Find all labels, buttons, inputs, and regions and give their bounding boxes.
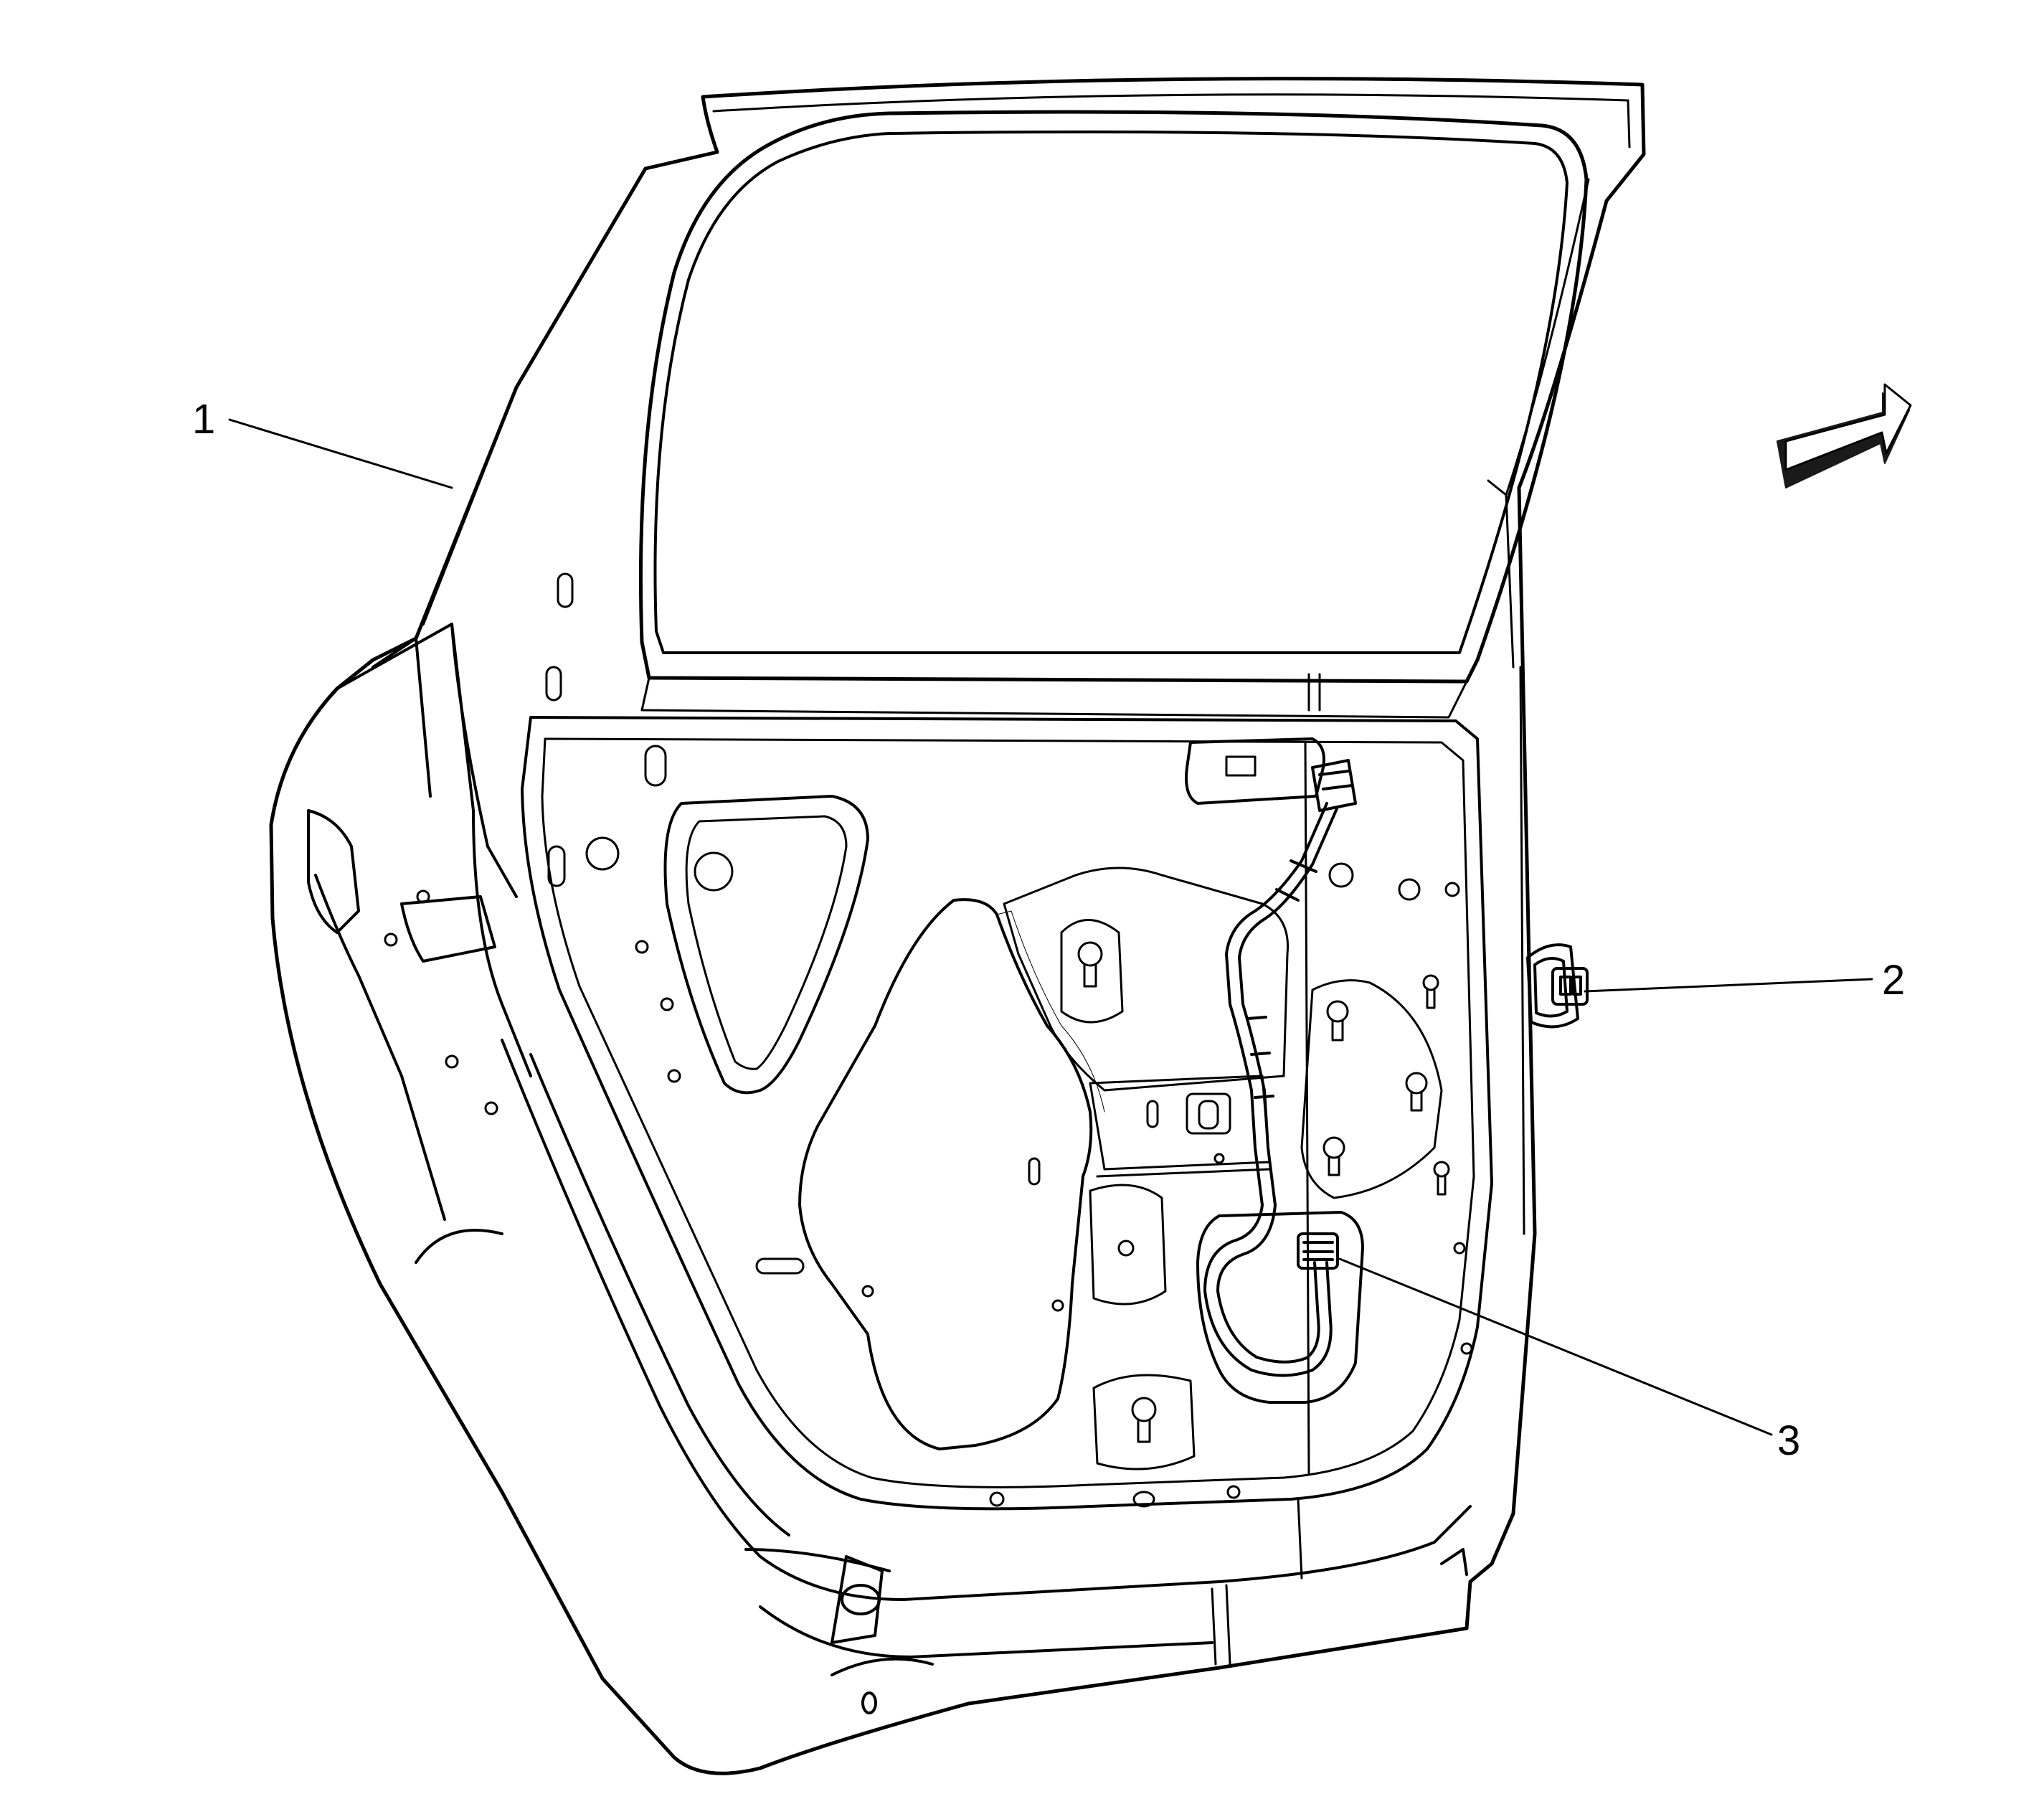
callout-label-3: 3 <box>1777 1417 1801 1464</box>
door-edge-connector <box>1526 943 1589 1029</box>
door-bottom-sill <box>501 1039 1472 1714</box>
door-outer-shell <box>269 77 1646 1775</box>
leader-line-1 <box>228 418 453 489</box>
window-frame <box>638 110 1589 719</box>
wiring-harness <box>1203 802 1339 1377</box>
keyhole-mounts <box>1060 919 1450 1470</box>
upper-left-recess <box>663 795 869 1095</box>
panel-holes <box>384 572 1473 1508</box>
callout-label-1: 1 <box>192 396 216 443</box>
front-direction-arrow-icon <box>1776 383 1912 488</box>
access-hole <box>798 898 1105 1450</box>
harness-connector <box>1297 1232 1339 1270</box>
callout-label-2: 2 <box>1882 957 1906 1004</box>
hinge-flange <box>307 623 532 1264</box>
lower-wiring-recess <box>1196 1211 1364 1404</box>
leader-lines <box>228 418 1873 1436</box>
upper-handle-mount <box>1185 737 1357 812</box>
inner-panel <box>521 716 1493 1666</box>
leader-line-3 <box>1338 1257 1773 1436</box>
leader-line-2 <box>1584 978 1873 993</box>
